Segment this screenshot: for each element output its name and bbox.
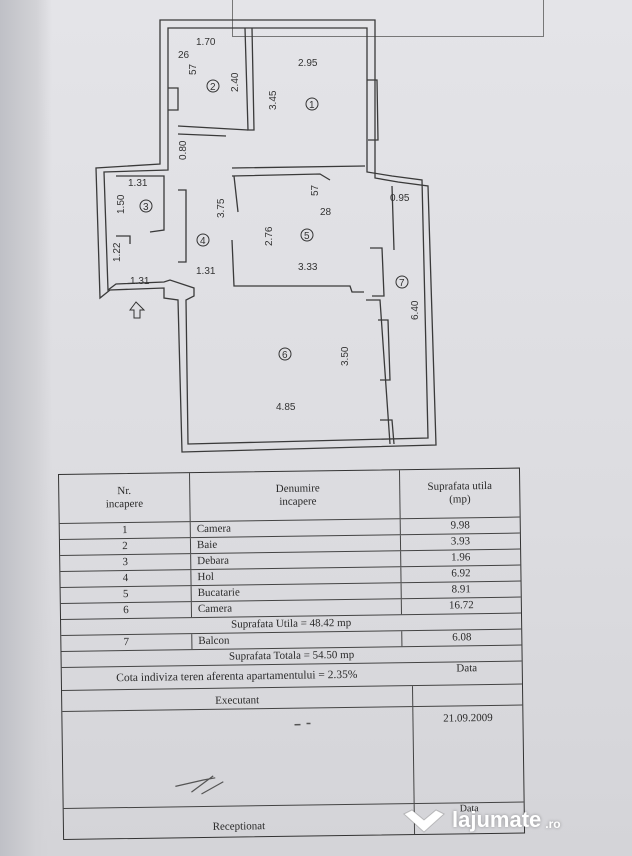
- executant-body-row: 21.09.2009: [62, 705, 524, 809]
- receptionat-label: Receptionat: [63, 804, 416, 839]
- watermark-brand: lajumate: [452, 807, 542, 832]
- cell-area: 6.08: [452, 631, 472, 644]
- data-label: Data: [456, 662, 478, 675]
- cell-nr: 6: [60, 602, 193, 619]
- cell-name: Baie: [190, 535, 402, 554]
- floor-plan: 1.70 26 57 2.40 2.95 3.45 0.80 1.31 1.50…: [95, 19, 437, 453]
- dim-label: 3.45: [268, 90, 279, 110]
- signature-scribble-icon: [175, 722, 311, 795]
- cell-area: 8.91: [451, 583, 471, 596]
- dim-label: 1.50: [116, 194, 127, 214]
- cell-name: Hol: [191, 567, 402, 586]
- cell-name: Camera: [190, 519, 401, 538]
- page-fold-shadow: [0, 0, 52, 856]
- cell-area: 6.92: [451, 567, 471, 580]
- dim-label: 1.31: [130, 276, 150, 287]
- dim-label: 3.50: [340, 346, 351, 366]
- cell-area: 9.98: [450, 519, 470, 532]
- entrance-arrow-icon: [129, 301, 146, 319]
- dim-label: 1.70: [196, 37, 216, 48]
- watermark-heart-icon: [403, 809, 445, 833]
- room-number-1: 1: [305, 97, 319, 111]
- cell-name: Bucatarie: [191, 583, 402, 602]
- svg-text:5: 5: [304, 231, 310, 242]
- cell-name: Camera: [191, 599, 402, 618]
- dim-label: 1.31: [196, 266, 216, 277]
- dim-label: 3.75: [216, 198, 227, 218]
- cell-nr: 5: [60, 586, 192, 603]
- floor-plan-walls: [95, 19, 437, 453]
- dim-label: 26: [178, 50, 190, 61]
- header-nr: Nr. incapere: [59, 473, 191, 523]
- executant-signature-area: [62, 707, 415, 808]
- cell-nr: 7: [61, 634, 193, 651]
- header-area: Suprafata utila (mp): [427, 479, 493, 506]
- dim-label: 2.95: [298, 58, 318, 69]
- cell-name: Debara: [191, 551, 402, 570]
- room-number-6: 6: [278, 347, 292, 361]
- dim-label: 0.80: [178, 140, 189, 160]
- dim-label: 3.33: [298, 262, 318, 273]
- executant-date: 21.09.2009: [443, 711, 493, 725]
- cell-nr: 2: [59, 538, 192, 555]
- svg-text:7: 7: [399, 278, 405, 289]
- room-number-7: 7: [395, 275, 409, 289]
- room-number-5: 5: [300, 228, 314, 242]
- svg-text:2: 2: [210, 82, 216, 93]
- dim-label: 2.76: [264, 226, 275, 246]
- dim-label: 1.22: [112, 242, 123, 262]
- room-number-3: 3: [139, 199, 153, 213]
- top-margin-box: [232, 0, 544, 37]
- dim-label: 4.85: [276, 402, 296, 413]
- dim-label: 1.31: [128, 178, 148, 189]
- cell-name: Balcon: [192, 631, 403, 650]
- table-header-row: Nr. incapere Denumire incapere Suprafata…: [59, 468, 520, 524]
- svg-text:1: 1: [309, 100, 315, 111]
- cell-nr: 4: [60, 570, 192, 587]
- dim-label: 2.40: [230, 72, 241, 92]
- dim-label: 6.40: [410, 300, 421, 320]
- header-name: Denumire incapere: [190, 470, 401, 522]
- cell-area: 3.93: [450, 535, 471, 548]
- dim-label: 28: [320, 207, 332, 218]
- cell-area: 1.96: [450, 551, 471, 564]
- cell-nr: 1: [59, 522, 191, 539]
- svg-text:6: 6: [282, 350, 288, 361]
- dim-label: 57: [188, 63, 199, 75]
- room-number-2: 2: [206, 79, 220, 93]
- room-area-table: Nr. incapere Denumire incapere Suprafata…: [58, 467, 526, 840]
- watermark-tld: .ro: [545, 817, 561, 831]
- executant-date-spacer: [413, 685, 522, 707]
- svg-text:4: 4: [200, 236, 206, 247]
- room-number-4: 4: [196, 233, 210, 247]
- cell-area: 16.72: [448, 599, 474, 612]
- dim-label: 0.95: [390, 193, 410, 204]
- dim-label: 57: [310, 184, 321, 196]
- watermark-logo: lajumate .ro: [400, 806, 561, 834]
- cell-nr: 3: [60, 554, 192, 571]
- svg-text:3: 3: [143, 202, 149, 213]
